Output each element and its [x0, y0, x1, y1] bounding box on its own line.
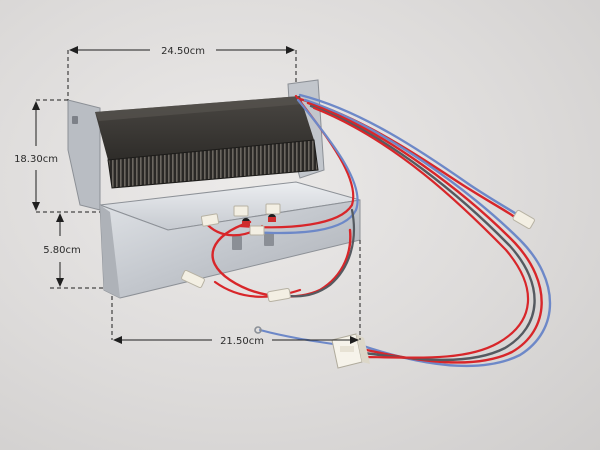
dimension-width-bottom: 21.50cm [220, 336, 264, 347]
connector-lower-middle [267, 287, 291, 303]
ring-terminal [254, 326, 262, 334]
dimension-width-top: 24.50cm [161, 46, 205, 57]
connector-main-plug [331, 333, 370, 369]
terminal-right [265, 203, 281, 222]
dimension-lines [32, 46, 361, 344]
mounting-bracket [99, 181, 361, 299]
dimension-height-bracket: 5.80cm [43, 245, 81, 256]
terminal-left [200, 213, 220, 227]
dimension-labels: 24.50cm 18.30cm 5.80cm 21.50cm [14, 46, 264, 347]
dimension-height-total: 18.30cm [14, 154, 58, 165]
terminal-top [249, 225, 265, 236]
connector-right [512, 209, 535, 229]
connector-lower-left [181, 269, 205, 289]
connectors [181, 203, 535, 369]
terminal-middle [233, 205, 250, 226]
